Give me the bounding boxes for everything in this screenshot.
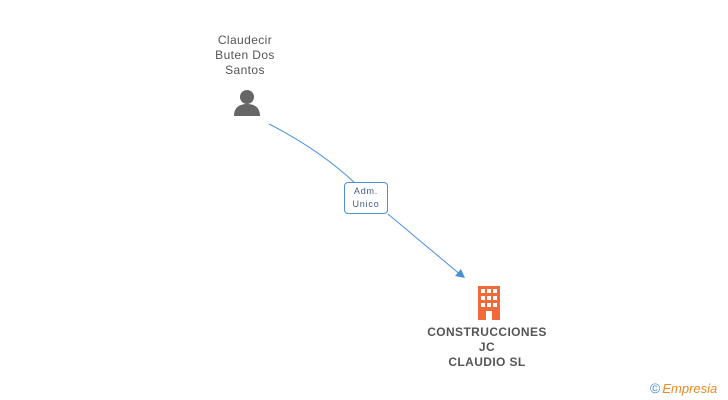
company-name[interactable]: CONSTRUCCIONES JC CLAUDIO SL [416, 325, 558, 370]
brand-rest: mpresia [671, 381, 718, 396]
person-icon[interactable] [232, 88, 262, 118]
company-name-line-1: CONSTRUCCIONES [427, 325, 547, 339]
person-name-line-1: Claudecir [217, 33, 273, 47]
person-name-line-3: Santos [225, 63, 265, 77]
person-name-line-2: Buten Dos [215, 48, 275, 62]
role-label-line-2: Unico [352, 199, 380, 209]
brand-first-letter: E [662, 381, 671, 396]
person-name[interactable]: Claudecir Buten Dos Santos [190, 33, 300, 78]
arrowhead-icon [455, 269, 465, 278]
company-name-line-2: JC [478, 340, 496, 354]
relation-line [268, 123, 357, 185]
copyright-icon: © [650, 380, 661, 396]
brand-logo: ©Empresia [650, 380, 717, 398]
relation-line-lower [387, 213, 463, 277]
role-label-line-1: Adm. [353, 186, 379, 196]
company-name-line-3: CLAUDIO SL [448, 355, 526, 369]
role-label-box[interactable]: Adm. Unico [344, 182, 388, 214]
building-icon[interactable] [474, 286, 504, 320]
